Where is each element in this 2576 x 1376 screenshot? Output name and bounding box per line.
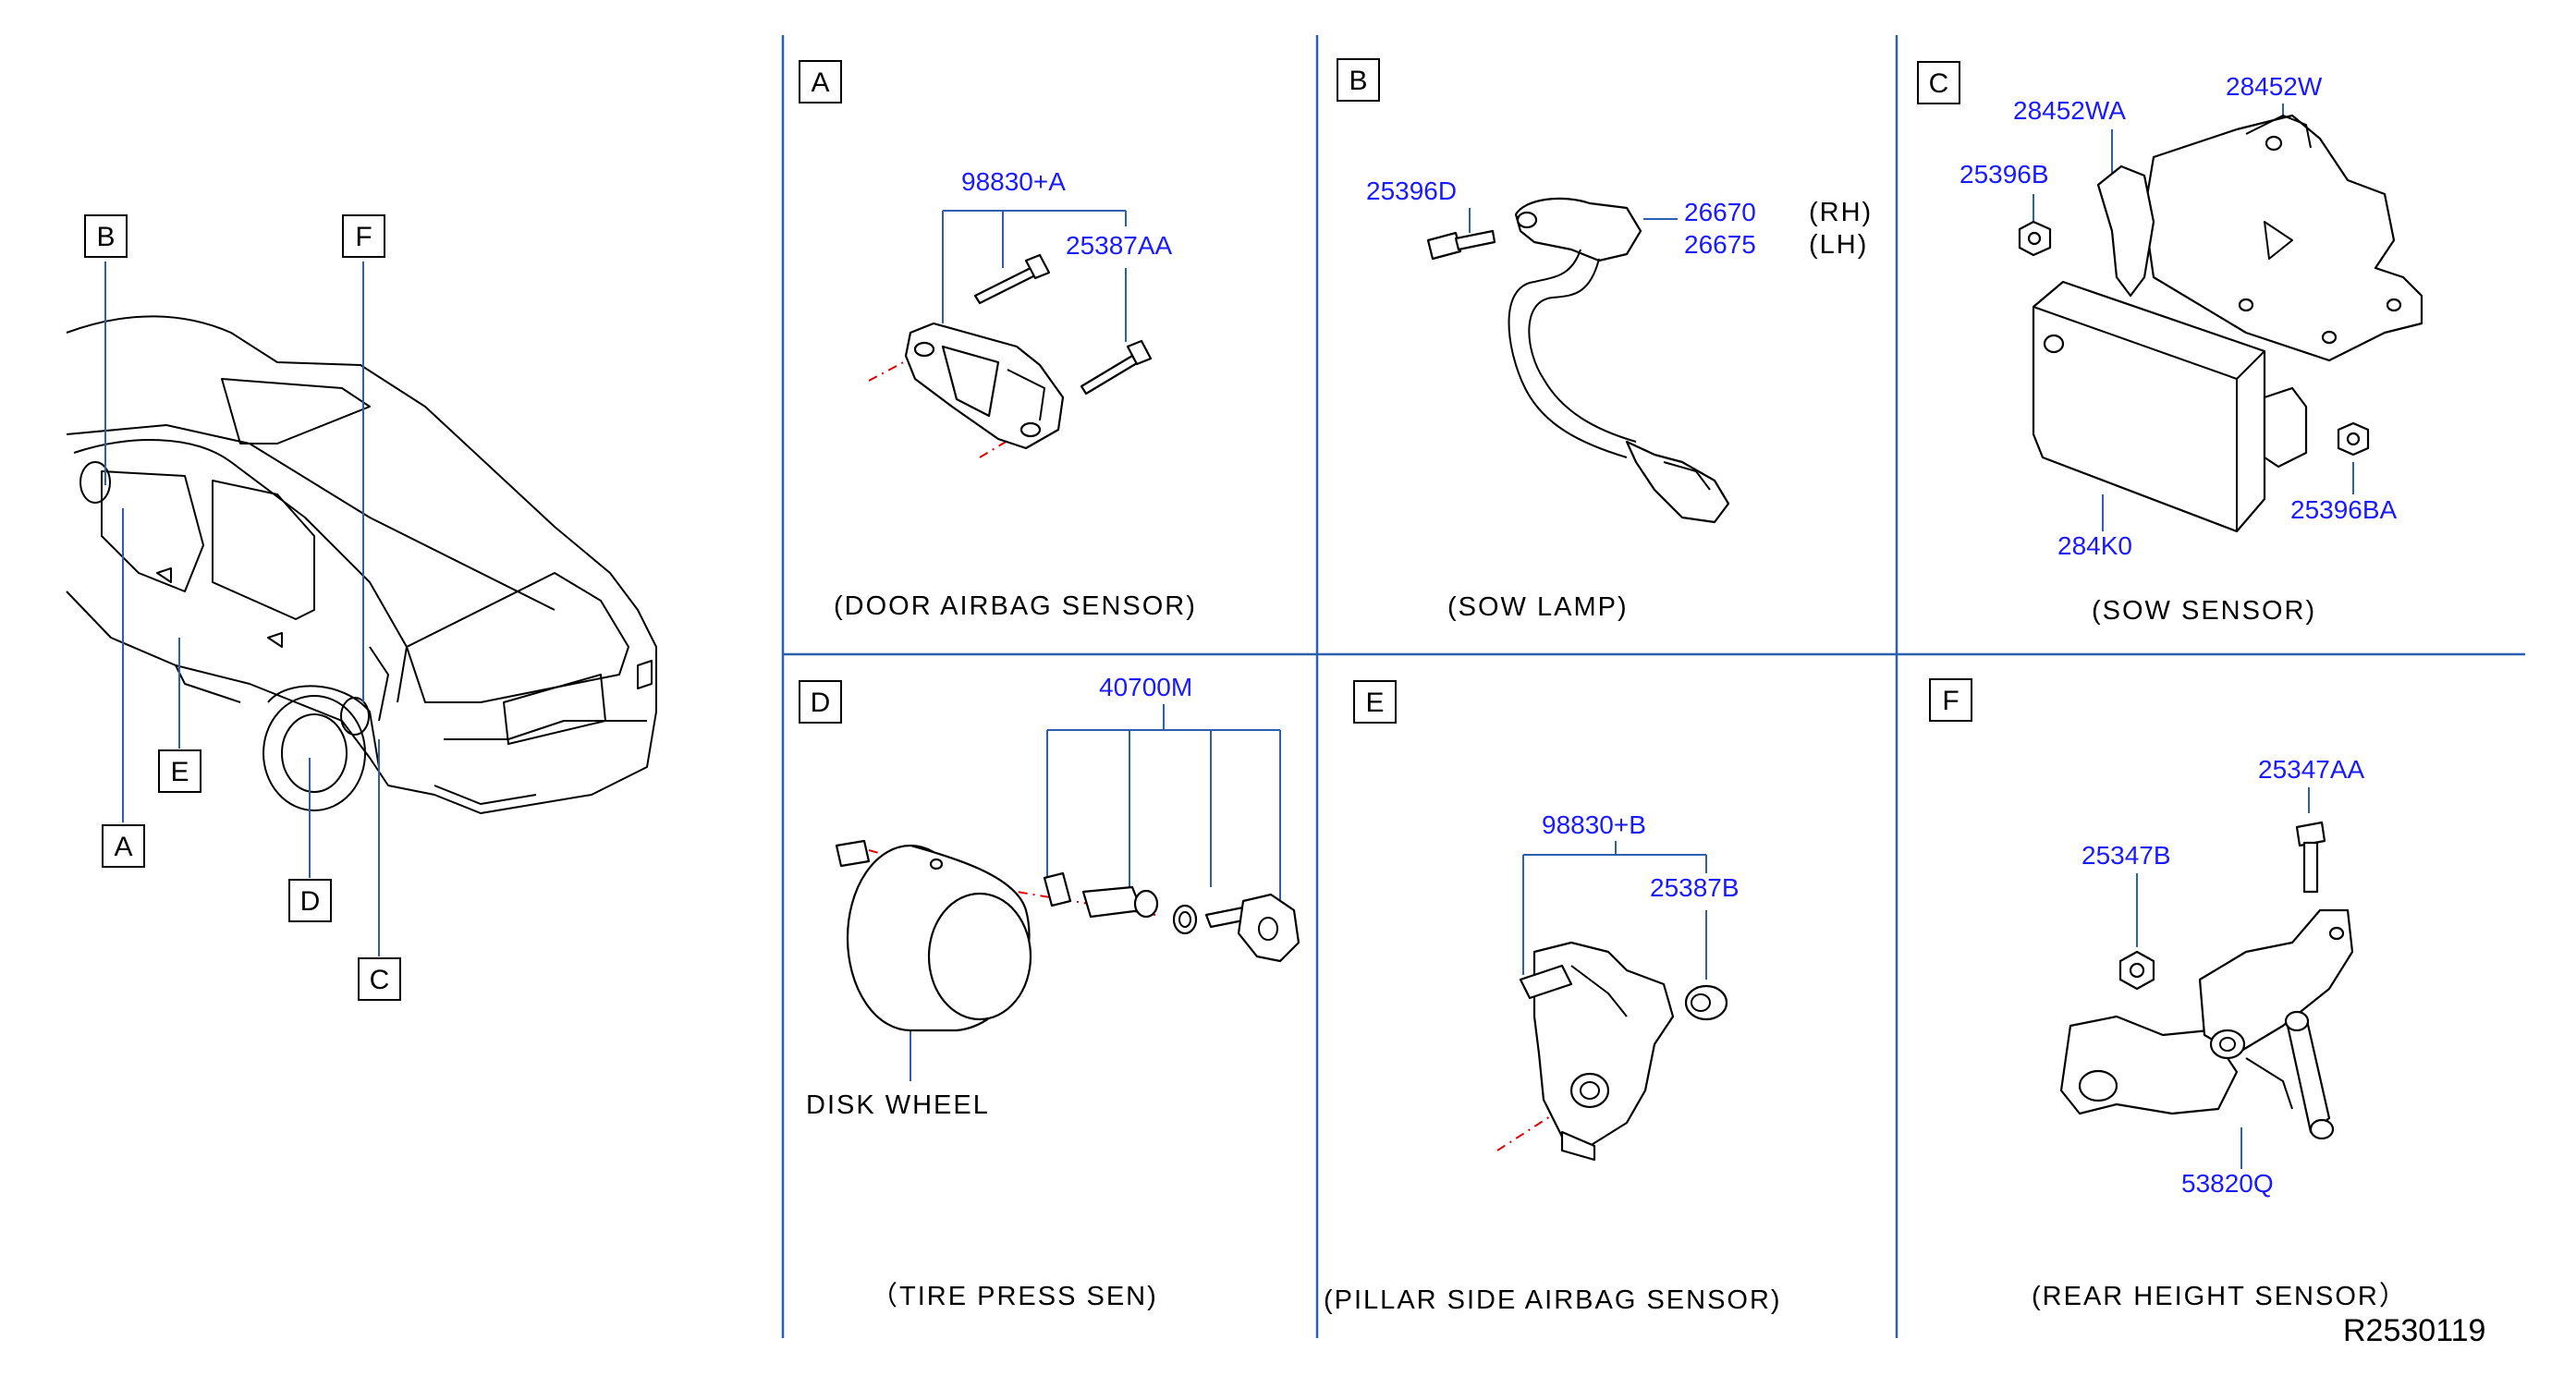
callout-a: A [102,824,145,868]
leaders-e [1522,841,1707,980]
part-25396d[interactable]: 25396D [1366,177,1457,205]
callout-e-label: E [170,757,189,787]
panel-e: E 98830+B 25387B (PILLAR SIDE AIRBAG SEN… [1324,680,1782,1315]
part-26670[interactable]: 26670 [1684,198,1756,226]
vehicle-overview [66,315,657,814]
leaders-d [910,704,1281,1081]
part-284k0[interactable]: 284K0 [2057,531,2132,560]
panel-d-box: D [811,688,831,718]
part-28452wa[interactable]: 28452WA [2013,96,2126,125]
part-25396ba[interactable]: 25396BA [2290,495,2398,524]
part-53820q[interactable]: 53820Q [2181,1169,2274,1198]
panel-a: A 98830+A 25387AA (DOOR AIRBAG SENSOR) [799,60,1197,621]
part-98830b[interactable]: 98830+B [1542,810,1646,839]
panel-c-box: C [1929,68,1949,99]
caption-pillar-side-airbag-sensor: (PILLAR SIDE AIRBAG SENSOR) [1324,1285,1782,1315]
leaders-b [1469,208,1678,233]
callout-d: D [288,879,332,922]
panel-f: F 25347AA 25347B 53820Q [1929,678,2408,1311]
panel-grid [781,35,2525,1338]
part-25396b[interactable]: 25396B [1959,160,2049,189]
panel-c: C 28452WA 28452W 25396B 25396BA 284K0 [1917,61,2423,626]
callout-e: E [158,749,201,793]
callout-a-label: A [114,832,132,862]
pillar-side-airbag-sensor-icon [1496,941,1728,1162]
rh-label: (RH) [1809,198,1873,227]
diagram-id: R2530119 [2343,1313,2485,1348]
part-25347aa[interactable]: 25347AA [2258,755,2365,784]
panel-b-box: B [1349,66,1367,96]
part-40700m[interactable]: 40700M [1099,673,1192,701]
panel-b: B 25396D 26670 26675 (RH) (LH) (SOW LAMP… [1337,58,1873,622]
sow-lamp-icon [1426,197,1730,524]
lh-label: (LH) [1809,230,1868,260]
caption-door-airbag-sensor: (DOOR AIRBAG SENSOR) [834,591,1197,621]
sow-sensor-icon [2018,114,2423,533]
caption-sow-sensor: (SOW SENSOR) [2092,596,2316,626]
callout-f-label: F [355,222,372,252]
vehicle-leaders [104,262,380,956]
panel-f-box: F [1942,686,1959,716]
door-airbag-sensor-icon [868,253,1153,458]
caption-rear-height-sensor: (REAR HEIGHT SENSOR） [2032,1282,2408,1311]
leaders-a [942,210,1127,342]
callout-b-label: B [96,222,115,252]
callout-c: C [358,957,401,1001]
leaders-f [2136,787,2310,1169]
part-25387aa[interactable]: 25387AA [1066,231,1173,260]
panel-a-box: A [811,67,829,98]
caption-sow-lamp: (SOW LAMP) [1447,592,1629,622]
tire-pressure-sensor-icon [835,839,1300,1032]
panel-d: D 40700M [799,673,1300,1311]
callout-d-label: D [300,886,321,917]
caption-tire-press-sen: （TIRE PRESS SEN) [871,1282,1158,1311]
disk-wheel-label: DISK WHEEL [806,1090,990,1120]
part-98830a[interactable]: 98830+A [961,167,1066,196]
part-25387b[interactable]: 25387B [1650,873,1740,902]
part-28452w[interactable]: 28452W [2226,72,2323,101]
callout-b: B [84,214,128,258]
part-26675[interactable]: 26675 [1684,230,1756,259]
callout-c-label: C [370,965,390,995]
panel-e-box: E [1365,688,1384,718]
rear-height-sensor-icon [2059,821,2354,1140]
callout-f: F [342,214,385,258]
part-25347b[interactable]: 25347B [2082,841,2171,870]
